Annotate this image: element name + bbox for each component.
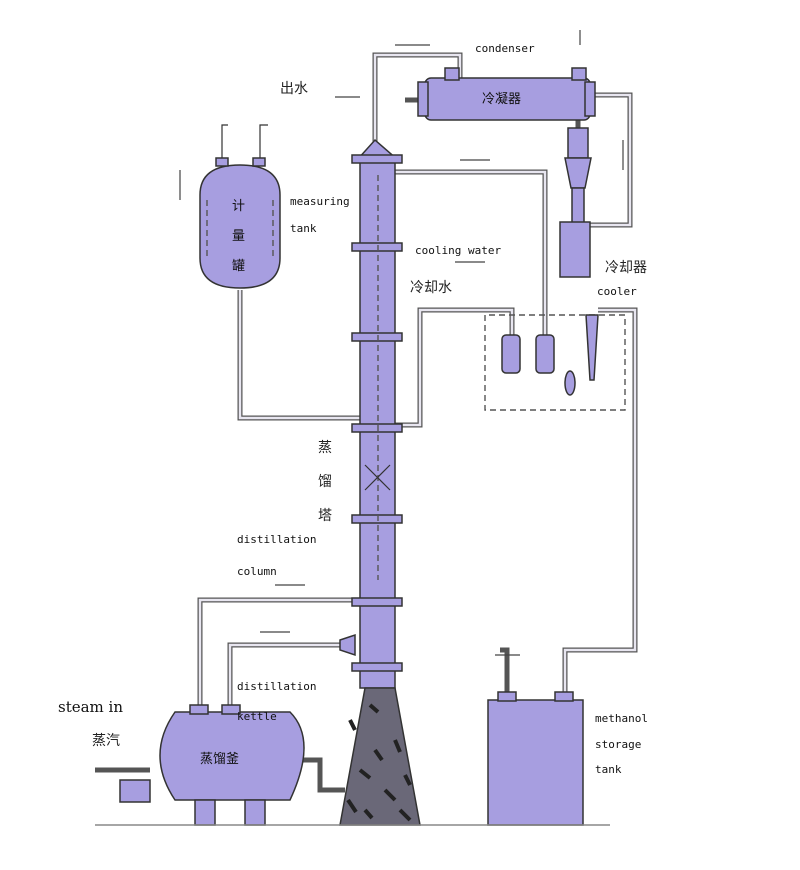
distillation-column: [339, 138, 403, 689]
label-storage-en-2: storage: [595, 738, 641, 751]
condenser-to-cooler-pipe: [590, 92, 633, 228]
kettle-return-pipe: [227, 642, 345, 712]
condenser-nozzle-2: [571, 67, 587, 81]
condenser: [417, 67, 596, 121]
condenser-nozzle: [444, 67, 460, 81]
product-pipe: [562, 307, 638, 700]
label-column-zh-1: 蒸: [318, 440, 332, 456]
measuring-vent-right: [259, 124, 268, 160]
column-packing: [364, 464, 391, 491]
sight-glass: [564, 370, 576, 396]
steam-inlet: [119, 779, 151, 803]
label-cooling-water-zh: 冷却水: [410, 280, 452, 296]
separator-cone: [564, 157, 592, 189]
separator-top: [567, 127, 589, 159]
measuring-tank: [199, 157, 281, 289]
label-storage-en-3: tank: [595, 763, 622, 776]
cooler-body: [559, 221, 591, 278]
separator-neck: [571, 187, 585, 225]
cooler-enclosure: [484, 314, 626, 411]
label-distillation-column-en-2: column: [237, 565, 277, 578]
label-measuring-zh-3: 罐: [232, 259, 245, 274]
kettle-body: [159, 711, 305, 801]
label-cooler-zh: 冷却器: [605, 260, 647, 276]
column-valve: [339, 633, 356, 657]
label-measuring-en-2: tank: [290, 222, 317, 235]
flowmeter-1: [501, 334, 521, 374]
label-measuring-zh-2: 量: [232, 229, 245, 244]
label-condenser-zh: 冷凝器: [482, 91, 521, 107]
measuring-vent-left: [221, 124, 228, 160]
label-measuring-en-1: measuring: [290, 195, 350, 208]
condenser-flange-right: [584, 81, 596, 117]
label-cooler-en: cooler: [597, 285, 637, 298]
column-base: [339, 687, 421, 826]
cooler: [501, 127, 599, 396]
kettle-drain-pipe: [300, 757, 345, 793]
label-distillation-column-en-1: distillation: [237, 533, 316, 546]
kettle-vapor-pipe: [197, 597, 360, 712]
label-storage-en-1: methanol: [595, 712, 648, 725]
storage-vent-pipe: [500, 647, 510, 700]
label-kettle-en-2: kettle: [237, 710, 277, 723]
flow-arrows: [179, 30, 624, 656]
label-steam-zh: 蒸汽: [92, 733, 120, 749]
label-water-out-zh: 出水: [280, 81, 308, 97]
measuring-tank-pipe: [237, 290, 360, 421]
distillation-kettle: [119, 704, 305, 826]
label-steam-in-en: steam in: [58, 698, 123, 716]
kettle-leg-left: [194, 799, 216, 826]
methanol-storage-tank: [487, 691, 584, 826]
label-cooling-water-en: cooling water: [415, 244, 501, 257]
flowmeter-3: [585, 314, 599, 381]
flowmeter-2: [535, 334, 555, 374]
label-column-zh-2: 馏: [318, 474, 332, 490]
label-kettle-zh: 蒸馏釜: [200, 752, 239, 767]
cooling-water-pipe: [395, 307, 515, 428]
label-kettle-en-1: distillation: [237, 680, 316, 693]
label-measuring-zh-1: 计: [232, 199, 245, 214]
storage-tank-body: [487, 699, 584, 826]
measuring-tank-body: [199, 164, 281, 289]
kettle-leg-right: [244, 799, 266, 826]
condenser-flange-left: [417, 81, 429, 117]
label-condenser-en: condenser: [475, 42, 535, 55]
label-column-zh-3: 塔: [318, 508, 332, 524]
